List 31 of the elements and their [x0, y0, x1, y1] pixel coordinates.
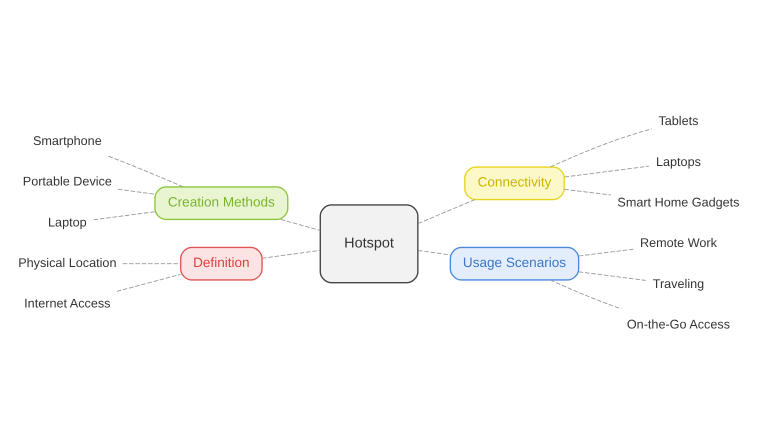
node-box: Creation Methods — [154, 186, 288, 220]
node-text: Smartphone — [32, 134, 102, 148]
connector — [418, 250, 451, 255]
node-text: Tablets — [658, 114, 698, 128]
connector — [550, 279, 622, 309]
connector — [280, 218, 321, 230]
node-box: Definition — [180, 246, 263, 280]
connector — [564, 165, 650, 177]
connector — [118, 188, 156, 194]
connector — [122, 262, 182, 264]
node-box: Usage Scenarios — [450, 246, 580, 280]
node-box: Connectivity — [464, 166, 565, 200]
node-text: Remote Work — [640, 236, 717, 250]
node-text: Traveling — [652, 276, 704, 290]
node-text: Laptops — [656, 154, 701, 168]
connector — [93, 210, 156, 220]
connector — [116, 273, 181, 292]
node-text: Laptop — [48, 214, 87, 229]
connector — [578, 248, 634, 256]
node-text: Smart Home Gadgets — [617, 195, 740, 210]
node-text: Internet Access — [24, 296, 111, 310]
node-text: On-the-Go Access — [626, 316, 730, 331]
connector — [578, 270, 646, 280]
connector — [418, 198, 476, 224]
connector — [108, 155, 184, 187]
connector — [564, 188, 612, 195]
node-text: Portable Device — [22, 174, 112, 188]
connector — [550, 128, 652, 167]
node-box: Hotspot — [320, 204, 419, 283]
connector — [262, 249, 320, 258]
node-text: Physical Location — [18, 256, 116, 270]
